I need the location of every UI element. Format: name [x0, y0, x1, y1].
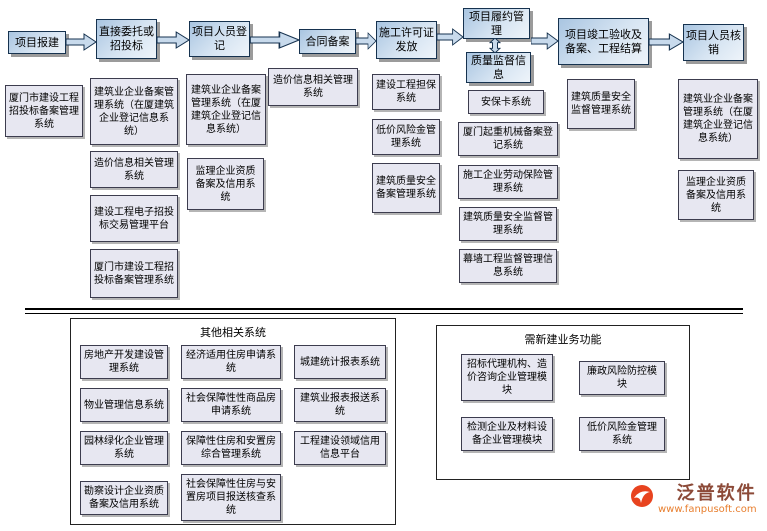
other-system-box: 物业管理信息系统	[80, 388, 168, 422]
arrow-right-icon	[437, 28, 463, 46]
flow-step-personnel-registration: 项目人员登记	[189, 21, 250, 57]
divider-line	[25, 313, 743, 314]
new-functions-title: 需新建业务功能	[524, 333, 602, 346]
other-system-box: 保障性住房和安置房综合管理系统	[181, 431, 281, 465]
system-box: 幕墙工程监督管理信息系统	[459, 249, 557, 283]
other-system-box: 社会保障性性商品房申请系统	[181, 388, 281, 422]
other-system-box: 房地产开发建设管理系统	[80, 345, 168, 379]
other-system-box: 建筑业报表报送系统	[294, 388, 386, 422]
system-box: 造价信息相关管理系统	[90, 151, 178, 188]
arrow-right-icon	[66, 33, 96, 51]
system-box: 建筑质量安全监督管理系统	[567, 79, 635, 129]
flow-step-quality-supervision-info: 质量监督信息	[466, 52, 531, 83]
system-box: 建设工程担保系统	[372, 74, 440, 110]
flow-step-project-filing: 项目报建	[8, 31, 66, 54]
system-box: 建筑业企业备案管理系统（在厦建筑企业登记信息系统）	[186, 74, 266, 145]
system-box: 建筑质量安全监督管理系统	[459, 207, 557, 241]
new-function-box: 廉政风险防控模块	[579, 360, 665, 395]
other-systems-grid: 房地产开发建设管理系统 经济适用住房申请系统 城建统计报表系统 物业管理信息系统…	[71, 345, 395, 521]
system-box: 建筑质量安全备案管理系统	[372, 163, 440, 213]
system-box: 造价信息相关管理系统	[268, 68, 358, 106]
arrow-right-icon	[356, 32, 376, 50]
flow-step-contract-filing: 合同备案	[299, 29, 356, 54]
other-system-box: 园林绿化企业管理系统	[80, 431, 168, 465]
fanpu-brand-text: 泛普软件	[676, 483, 757, 504]
fanpu-logo-icon	[631, 485, 653, 507]
system-box: 建筑业企业备案管理系统（在厦建筑企业登记信息系统）	[678, 79, 758, 159]
system-box: 厦门起重机械备案登记系统	[458, 122, 558, 156]
flow-step-completion-acceptance-settlement: 项目竣工验收及备案、工程结算	[558, 18, 649, 65]
other-system-box: 经济适用住房申请系统	[181, 345, 281, 379]
system-box: 施工企业劳动保险管理系统	[458, 165, 558, 199]
new-function-box: 检测企业及材料设备企业管理模块	[461, 417, 553, 451]
arrow-right-icon	[649, 33, 683, 51]
new-function-box: 低价风险金管理系统	[579, 417, 665, 451]
new-functions-grid: 招标代理机构、造价咨询企业管理模块 廉政风险防控模块 检测企业及材料设备企业管理…	[437, 354, 689, 451]
divider-line	[25, 308, 743, 310]
flow-step-personnel-writeoff: 项目人员核销	[683, 24, 744, 61]
fanpu-url-text: www.fanpusoft.com	[658, 503, 757, 515]
other-system-box: 社会保障性住房与安置房项目报送核查系统	[181, 474, 281, 521]
new-functions-group: 需新建业务功能 招标代理机构、造价咨询企业管理模块 廉政风险防控模块 检测企业及…	[436, 325, 690, 480]
other-system-box: 勘察设计企业资质备案及信用系统	[80, 480, 168, 515]
system-box: 监理企业资质备案及信用系统	[678, 170, 754, 220]
arrow-right-icon	[250, 31, 299, 49]
other-systems-title: 其他相关系统	[200, 326, 266, 339]
system-box: 监理企业资质备案及信用系统	[187, 158, 264, 210]
system-box: 厦门市建设工程招投标备案管理系统	[5, 85, 83, 137]
arrow-right-icon	[531, 32, 558, 50]
flow-step-direct-commission-or-bidding: 直接委托或招投标	[96, 19, 157, 59]
system-box: 低价风险金管理系统	[372, 119, 440, 155]
arrow-vertical-double-icon	[489, 38, 501, 53]
arrow-right-icon	[157, 31, 189, 49]
system-box: 建设工程电子招投标交易管理平台	[90, 195, 178, 242]
other-system-box: 城建统计报表系统	[294, 345, 386, 379]
system-box: 安保卡系统	[468, 90, 544, 114]
system-box: 建筑业企业备案管理系统（在厦建筑企业登记信息系统）	[90, 78, 178, 145]
flow-step-construction-permit: 施工许可证发放	[376, 21, 437, 59]
system-box: 厦门市建设工程招投标备案管理系统	[90, 249, 178, 298]
flow-step-performance-management: 项目履约管理	[463, 8, 530, 39]
other-systems-group: 其他相关系统 房地产开发建设管理系统 经济适用住房申请系统 城建统计报表系统 物…	[70, 318, 396, 525]
fanpu-logo: 泛普软件 www.fanpusoft.com	[630, 484, 757, 516]
new-function-box: 招标代理机构、造价咨询企业管理模块	[461, 354, 553, 401]
other-system-box: 工程建设领域信用信息平台	[294, 431, 386, 465]
